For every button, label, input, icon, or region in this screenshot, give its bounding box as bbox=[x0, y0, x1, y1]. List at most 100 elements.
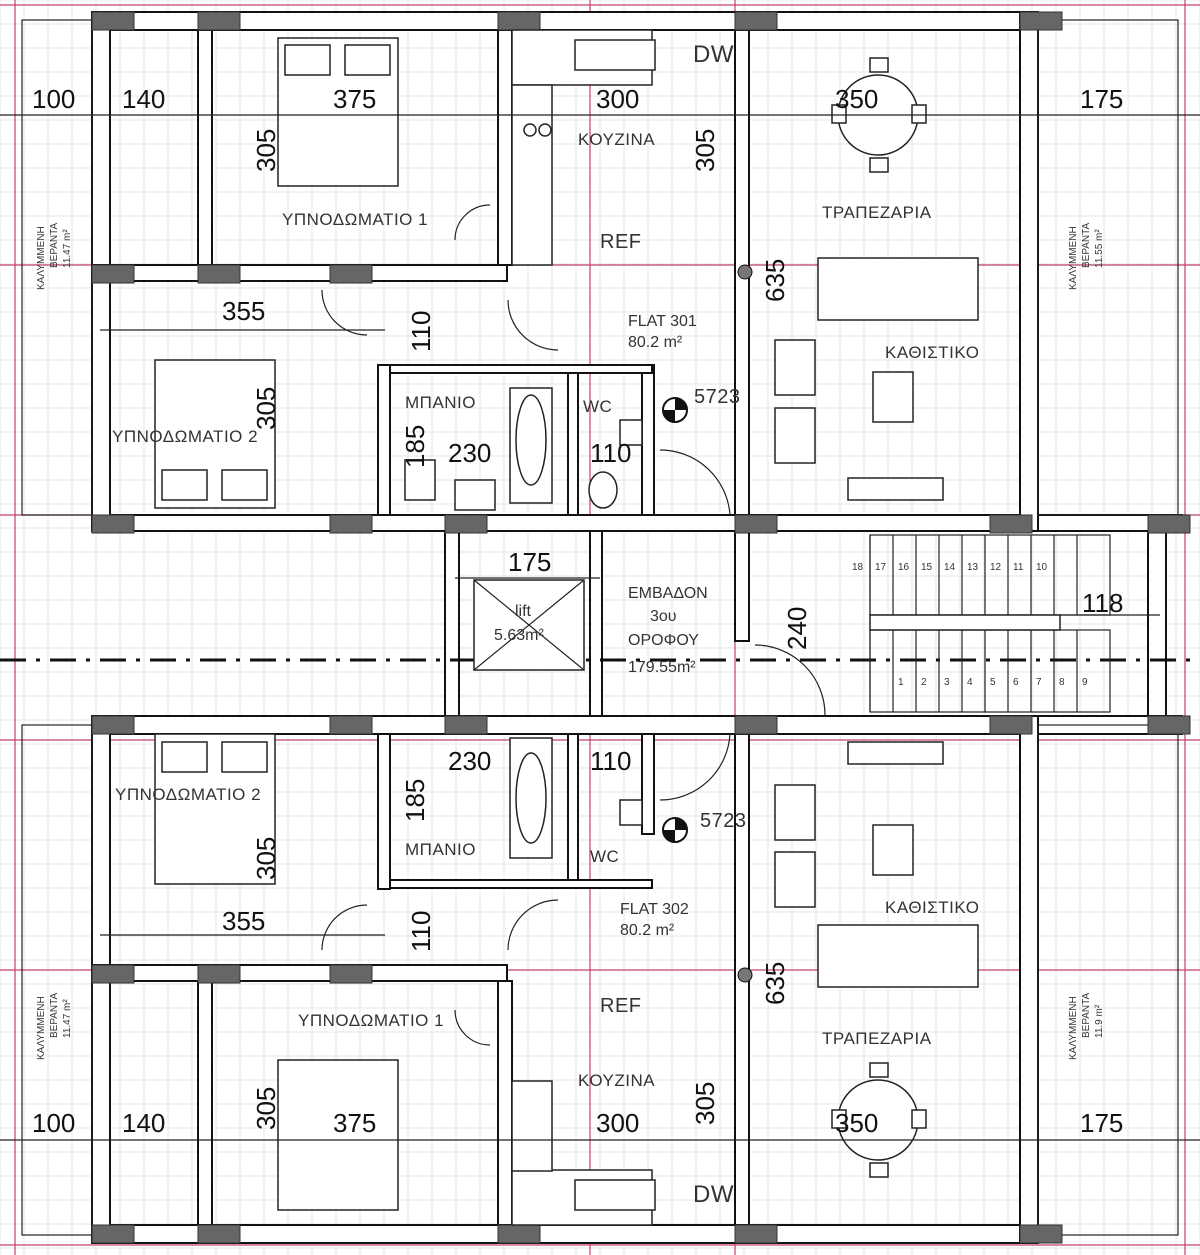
veranda-br-line1: ΚΑΛΥΜΜΕΝΗ bbox=[1068, 996, 1079, 1060]
dim-text: 185 bbox=[400, 779, 430, 822]
dimensions-bottom: 230 110 185 305 355 110 635 305 375 300 … bbox=[32, 746, 1123, 1138]
stair-number: 8 bbox=[1059, 677, 1065, 688]
floor-area-line1: ΕΜΒΑΔΟΝ bbox=[628, 585, 708, 602]
dim-text: 140 bbox=[122, 84, 165, 114]
veranda-tr-line1: ΚΑΛΥΜΜΕΝΗ bbox=[1068, 226, 1079, 290]
flat-301-labels: ΚΟΥΖΙΝΑ ΤΡΑΠΕΖΑΡΙΑ ΚΑΘΙΣΤΙΚΟ ΥΠΝΟΔΩΜΑΤΙΟ… bbox=[112, 41, 979, 446]
dim-text: 110 bbox=[406, 311, 436, 352]
ref-label-301: REF bbox=[600, 231, 642, 253]
dim-text: 635 bbox=[760, 962, 790, 1005]
staircase bbox=[869, 534, 1111, 713]
dim-text: 185 bbox=[400, 425, 430, 468]
bedroom1-label-302: ΥΠΝΟΔΩΜΑΤΙΟ 1 bbox=[298, 1011, 444, 1030]
veranda-bl-line2: ΒΕΡΑΝΤΑ bbox=[49, 992, 60, 1038]
dimension-lines bbox=[0, 114, 1200, 1141]
stair-number: 1 bbox=[898, 677, 904, 688]
veranda-tl-area: 11.47 m² bbox=[62, 229, 73, 268]
stair-number: 3 bbox=[944, 677, 950, 688]
dim-text: 110 bbox=[406, 911, 436, 952]
kitchen-label-301: ΚΟΥΖΙΝΑ bbox=[578, 130, 655, 149]
dim-text: 305 bbox=[251, 129, 281, 172]
flat-302-labels: ΚΟΥΖΙΝΑ ΤΡΑΠΕΖΑΡΙΑ ΚΑΘΙΣΤΙΚΟ ΥΠΝΟΔΩΜΑΤΙΟ… bbox=[115, 785, 979, 1208]
stair-number: 13 bbox=[967, 562, 979, 573]
dim-text: 300 bbox=[596, 1108, 639, 1138]
dim-text: 305 bbox=[690, 1082, 720, 1125]
veranda-tr-line2: ΒΕΡΑΝΤΑ bbox=[1081, 222, 1092, 268]
stair-number: 4 bbox=[967, 677, 973, 688]
dim-text: 375 bbox=[333, 84, 376, 114]
dining-label-301: ΤΡΑΠΕΖΑΡΙΑ bbox=[822, 203, 932, 222]
veranda-tl-line2: ΒΕΡΑΝΤΑ bbox=[49, 222, 60, 268]
veranda-tr-area: 11.55 m² bbox=[1094, 229, 1105, 268]
dim-text: 305 bbox=[690, 129, 720, 172]
veranda-br-area: 11.9 m² bbox=[1094, 1004, 1105, 1038]
stair-number: 16 bbox=[898, 562, 910, 573]
dim-text: 305 bbox=[251, 1087, 281, 1130]
dim-text: 140 bbox=[122, 1108, 165, 1138]
dim-text: 230 bbox=[448, 438, 491, 468]
dim-text: 110 bbox=[590, 438, 631, 468]
floor-area-line3: ΟΡΟΦΟΥ bbox=[628, 632, 699, 649]
kitchen-label-302: ΚΟΥΖΙΝΑ bbox=[578, 1071, 655, 1090]
core-labels: lift 5.63m² ΕΜΒΑΔΟΝ 3ου ΟΡΟΦΟΥ 179.55m² bbox=[494, 585, 708, 676]
floor-area-line4: 179.55m² bbox=[628, 659, 696, 676]
stair-number: 15 bbox=[921, 562, 933, 573]
dim-text: 230 bbox=[448, 746, 491, 776]
dim-text: 355 bbox=[222, 296, 265, 326]
dw-label-302: DW bbox=[693, 1181, 734, 1208]
veranda-br-line2: ΒΕΡΑΝΤΑ bbox=[1081, 992, 1092, 1038]
dim-text: 118 bbox=[1082, 588, 1123, 618]
dim-text: 635 bbox=[760, 259, 790, 302]
stair-number: 9 bbox=[1082, 677, 1088, 688]
dim-text: 175 bbox=[1080, 84, 1123, 114]
stair-number: 10 bbox=[1036, 562, 1048, 573]
wc-label-302: WC bbox=[590, 847, 619, 866]
structural-columns bbox=[91, 11, 1191, 1244]
stair-number: 5 bbox=[990, 677, 996, 688]
stair-number: 12 bbox=[990, 562, 1002, 573]
veranda-tl-line1: ΚΑΛΥΜΜΕΝΗ bbox=[36, 226, 47, 290]
dim-text: 110 bbox=[590, 746, 631, 776]
lift-area: 5.63m² bbox=[494, 627, 544, 644]
wc-label-301: WC bbox=[583, 397, 612, 416]
dim-text: 175 bbox=[508, 547, 551, 577]
veranda-bl-line1: ΚΑΛΥΜΜΕΝΗ bbox=[36, 996, 47, 1060]
lift-shaft bbox=[473, 579, 585, 671]
dimensions-top: 100 140 375 300 305 350 175 305 355 305 … bbox=[32, 84, 1123, 468]
bath-label-301: ΜΠΑΝΙΟ bbox=[405, 393, 476, 412]
veranda-labels: ΚΑΛΥΜΜΕΝΗ ΒΕΡΑΝΤΑ 11.47 m² ΚΑΛΥΜΜΕΝΗ ΒΕΡ… bbox=[36, 222, 1105, 1060]
dw-label-301: DW bbox=[693, 41, 734, 68]
dim-text: 305 bbox=[251, 387, 281, 430]
living-label-301: ΚΑΘΙΣΤΙΚΟ bbox=[885, 343, 979, 362]
dim-text: 300 bbox=[596, 84, 639, 114]
level-302: 5723 bbox=[700, 810, 747, 832]
flat-302-name: FLAT 302 bbox=[620, 901, 689, 918]
stair-number: 6 bbox=[1013, 677, 1019, 688]
dim-text: 355 bbox=[222, 906, 265, 936]
bedroom1-label-301: ΥΠΝΟΔΩΜΑΤΙΟ 1 bbox=[282, 210, 428, 229]
flat-302-area: 80.2 m² bbox=[620, 922, 675, 939]
lift-label: lift bbox=[515, 603, 532, 620]
bedroom2-label-301: ΥΠΝΟΔΩΜΑΤΙΟ 2 bbox=[112, 427, 258, 446]
bath-label-302: ΜΠΑΝΙΟ bbox=[405, 840, 476, 859]
stair-number: 14 bbox=[944, 562, 956, 573]
stair-number: 17 bbox=[875, 562, 887, 573]
dimensions-middle: 175 240 118 bbox=[508, 547, 1123, 650]
floor-area-line2: 3ου bbox=[650, 608, 677, 625]
dim-text: 100 bbox=[32, 84, 75, 114]
dim-text: 350 bbox=[835, 84, 878, 114]
bedroom2-label-302: ΥΠΝΟΔΩΜΑΤΙΟ 2 bbox=[115, 785, 261, 804]
dim-text: 100 bbox=[32, 1108, 75, 1138]
stair-number: 2 bbox=[921, 677, 927, 688]
dim-text: 305 bbox=[251, 837, 281, 880]
dim-text: 375 bbox=[333, 1108, 376, 1138]
door-swings bbox=[321, 204, 826, 1046]
level-301: 5723 bbox=[694, 386, 741, 408]
ref-label-302: REF bbox=[600, 995, 642, 1017]
dim-text: 240 bbox=[782, 607, 812, 650]
living-label-302: ΚΑΘΙΣΤΙΚΟ bbox=[885, 898, 979, 917]
